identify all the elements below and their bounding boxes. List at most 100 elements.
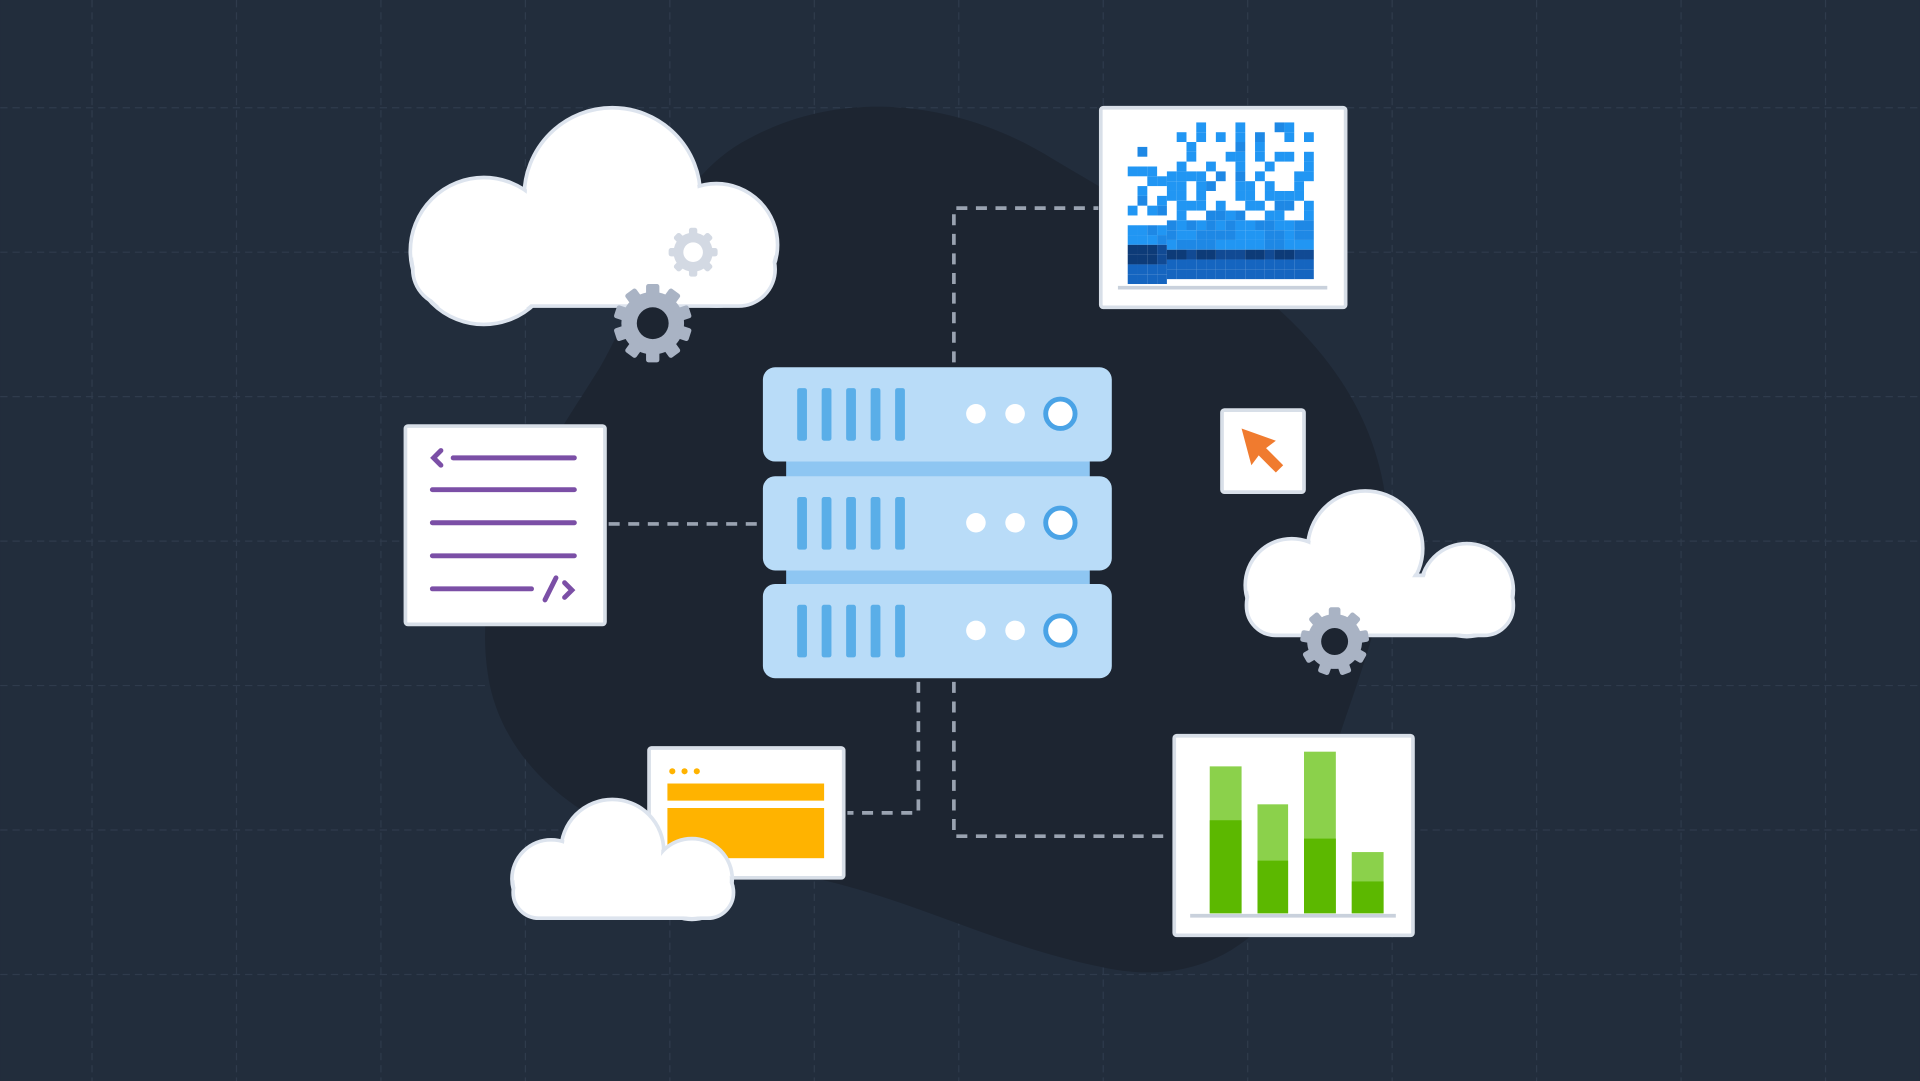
heatmap-cell [1176, 220, 1187, 231]
heatmap-cell [1284, 259, 1295, 270]
heatmap-cell [1166, 259, 1177, 270]
heatmap-cell [1147, 264, 1158, 275]
heatmap-cell [1304, 151, 1314, 162]
status-light [1005, 403, 1025, 424]
heatmap-cell [1176, 269, 1187, 280]
heatmap-cell [1186, 269, 1197, 280]
heatmap-cell [1284, 239, 1295, 250]
gear-icon [614, 284, 692, 363]
cloud-icon-fill [514, 801, 732, 917]
heatmap-cell [1157, 254, 1167, 265]
heatmap-cell [1245, 190, 1256, 201]
heatmap-cell [1264, 220, 1275, 231]
heatmap-cell [1294, 171, 1305, 182]
heatmap-panel-icon [1098, 105, 1348, 310]
heatmap-cell [1157, 244, 1167, 255]
heatmap-cell [1245, 220, 1256, 231]
bar-chart-icon [1172, 733, 1415, 938]
heatmap-cell [1137, 195, 1148, 206]
heatmap-cell [1264, 161, 1275, 172]
heatmap-cell [1157, 176, 1167, 187]
heatmap-cell [1137, 225, 1148, 236]
heatmap-cell [1284, 220, 1295, 231]
heatmap-cell [1235, 220, 1246, 231]
bar [1209, 766, 1242, 914]
heatmap-cell [1264, 249, 1275, 260]
heatmap-cell [1274, 249, 1285, 260]
heatmap-cell [1264, 181, 1275, 191]
heatmap-cell [1284, 132, 1295, 143]
heatmap-cell [1196, 239, 1207, 250]
heatmap-cell [1215, 171, 1226, 182]
heatmap-cell [1196, 259, 1207, 270]
heatmap-cell [1176, 230, 1187, 240]
heatmap-cell [1284, 269, 1295, 280]
status-light [1005, 620, 1025, 641]
heatmap-cell [1304, 249, 1314, 260]
heatmap-cell [1274, 230, 1285, 240]
heatmap-cell [1274, 259, 1285, 270]
heatmap-cell [1176, 249, 1187, 260]
heatmap-cell [1235, 181, 1246, 191]
heatmap-cell [1196, 249, 1207, 260]
heatmap-cell [1304, 259, 1314, 270]
bar [1304, 751, 1336, 914]
heatmap-cell [1196, 171, 1207, 182]
heatmap-cell [1176, 210, 1187, 221]
heatmap-cell [1235, 171, 1246, 182]
heatmap-cell [1186, 151, 1197, 162]
heatmap-cell [1225, 239, 1236, 250]
heatmap-cell [1235, 122, 1246, 133]
heatmap-cell [1294, 181, 1305, 191]
heatmap-cell [1196, 220, 1207, 231]
heatmap-cell [1255, 151, 1265, 162]
heatmap-cell [1274, 210, 1285, 221]
heatmap-cell [1176, 181, 1187, 191]
bar [1351, 852, 1384, 914]
heatmap-cell [1225, 230, 1236, 240]
heatmap-cell [1215, 220, 1226, 231]
server-unit [762, 476, 1112, 571]
heatmap-cell [1176, 132, 1187, 143]
heatmap-cell [1235, 142, 1246, 152]
heatmap-cell [1245, 181, 1256, 191]
heatmap-cell [1137, 254, 1148, 265]
heatmap-cell [1235, 269, 1246, 280]
status-light [966, 512, 986, 533]
heatmap-cell [1137, 166, 1148, 177]
heatmap-cell [1255, 200, 1265, 211]
heatmap-cell [1166, 190, 1177, 201]
heatmap-cell [1304, 210, 1314, 221]
heatmap-cell [1255, 239, 1265, 250]
heatmap-cell [1166, 249, 1177, 260]
heatmap-cell [1196, 200, 1207, 211]
heatmap-cell [1215, 259, 1226, 270]
heatmap-cell [1176, 259, 1187, 270]
server-unit [762, 367, 1112, 462]
heatmap-cell [1137, 146, 1148, 157]
power-button-icon [1043, 613, 1078, 648]
connector-browser [847, 681, 921, 815]
heatmap-cell [1157, 225, 1167, 236]
heatmap-cell [1206, 259, 1216, 270]
heatmap-cell [1157, 205, 1167, 216]
cursor-icon[interactable] [1220, 408, 1306, 494]
heatmap-cell [1206, 181, 1216, 191]
heatmap-cell [1235, 161, 1246, 172]
heatmap-cell [1166, 220, 1177, 231]
heatmap-cell [1196, 269, 1207, 280]
heatmap-cell [1245, 239, 1256, 250]
heatmap-cell [1215, 210, 1226, 221]
heatmap-cell [1215, 269, 1226, 280]
heatmap-cell [1235, 249, 1246, 260]
heatmap-cell [1186, 142, 1197, 152]
heatmap-cell [1245, 230, 1256, 240]
heatmap-cell [1186, 230, 1197, 240]
heatmap-cell [1157, 264, 1167, 275]
heatmap-cell [1206, 249, 1216, 260]
heatmap-cell [1284, 230, 1295, 240]
heatmap-cell [1255, 269, 1265, 280]
heatmap-cell [1215, 239, 1226, 250]
heatmap-cell [1304, 200, 1314, 211]
heatmap-cell [1176, 171, 1187, 182]
